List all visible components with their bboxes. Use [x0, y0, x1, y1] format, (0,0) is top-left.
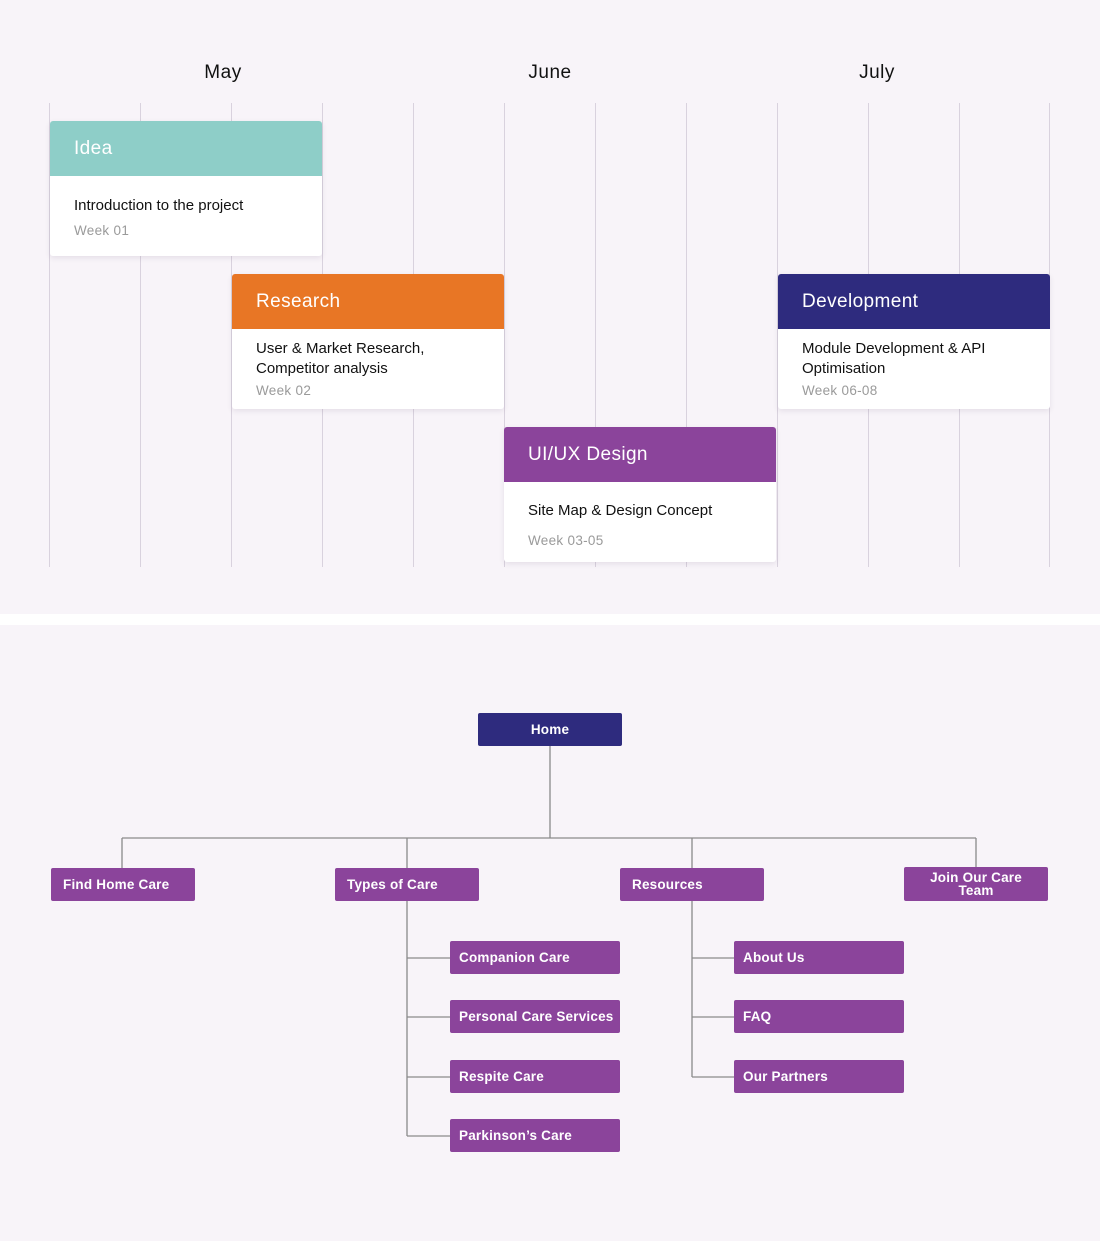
phase-title: Idea — [74, 137, 113, 159]
phase-card-header: Idea — [50, 121, 322, 176]
sitemap-node-home: Home — [478, 713, 622, 746]
phase-card-header: UI/UX Design — [504, 427, 776, 482]
phase-week: Week 02 — [256, 383, 312, 398]
phase-title: Development — [802, 290, 919, 312]
phase-card-development: Development Module Development & API Opt… — [778, 274, 1050, 409]
phase-card-header: Research — [232, 274, 504, 329]
sitemap-node-companion-care: Companion Care — [450, 941, 620, 974]
week-grid-line — [686, 103, 687, 567]
month-label-june: June — [528, 62, 572, 83]
phase-card-idea: Idea Introduction to the project Week 01 — [50, 121, 322, 256]
week-grid-line — [777, 103, 778, 567]
phase-card-header: Development — [778, 274, 1050, 329]
sitemap-node-faq: FAQ — [734, 1000, 904, 1033]
month-label-may: May — [204, 62, 242, 83]
month-label-july: July — [859, 62, 895, 83]
week-grid-line — [140, 103, 141, 567]
sitemap-node-find-home-care: Find Home Care — [51, 868, 195, 901]
sitemap-connectors — [121, 746, 977, 1137]
phase-title: UI/UX Design — [528, 443, 648, 465]
sitemap-panel: Home Find Home Care Types of Care Resour… — [0, 625, 1100, 1241]
phase-week: Week 06-08 — [802, 383, 878, 398]
phase-week: Week 01 — [74, 223, 130, 238]
sitemap-node-types-of-care: Types of Care — [335, 868, 479, 901]
sitemap-node-personal-care-services: Personal Care Services — [450, 1000, 620, 1033]
phase-card-ui-ux-design: UI/UX Design Site Map & Design Concept W… — [504, 427, 776, 562]
week-grid-line — [595, 103, 596, 567]
phase-week: Week 03-05 — [528, 533, 604, 548]
sitemap-node-parkinsons-care: Parkinson’s Care — [450, 1119, 620, 1152]
sitemap-node-our-partners: Our Partners — [734, 1060, 904, 1093]
sitemap-node-about-us: About Us — [734, 941, 904, 974]
week-grid-line — [49, 103, 50, 567]
phase-title: Research — [256, 290, 341, 312]
week-grid-line — [504, 103, 505, 567]
week-grid-line — [231, 103, 232, 567]
sitemap-node-join-our-care-team: Join Our Care Team — [904, 867, 1048, 901]
sitemap-node-respite-care: Respite Care — [450, 1060, 620, 1093]
sitemap-node-resources: Resources — [620, 868, 764, 901]
phase-description: Site Map & Design Concept — [528, 502, 713, 519]
phase-description: User & Market Research, Competitor analy… — [256, 340, 425, 377]
timeline-panel: May June July Idea Introduction to the p… — [0, 0, 1100, 614]
phase-card-research: Research User & Market Research, Competi… — [232, 274, 504, 409]
phase-description: Module Development & API Optimisation — [802, 340, 986, 377]
phase-description: Introduction to the project — [74, 197, 244, 214]
